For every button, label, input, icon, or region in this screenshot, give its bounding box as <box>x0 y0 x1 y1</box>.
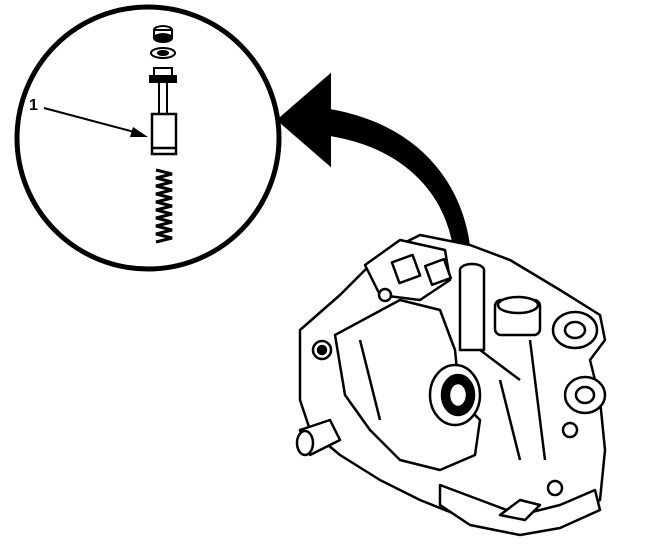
callout-leader-1 <box>43 107 148 137</box>
valve-stem <box>149 67 177 117</box>
curved-arrow <box>276 72 472 259</box>
washer <box>150 47 176 59</box>
valve-piston <box>150 112 178 156</box>
callout-label-1: 1 <box>29 97 38 114</box>
cap-plug <box>153 25 173 43</box>
oil-pump-housing <box>295 233 607 537</box>
detail-view-circle <box>14 4 282 272</box>
spring <box>155 168 173 244</box>
